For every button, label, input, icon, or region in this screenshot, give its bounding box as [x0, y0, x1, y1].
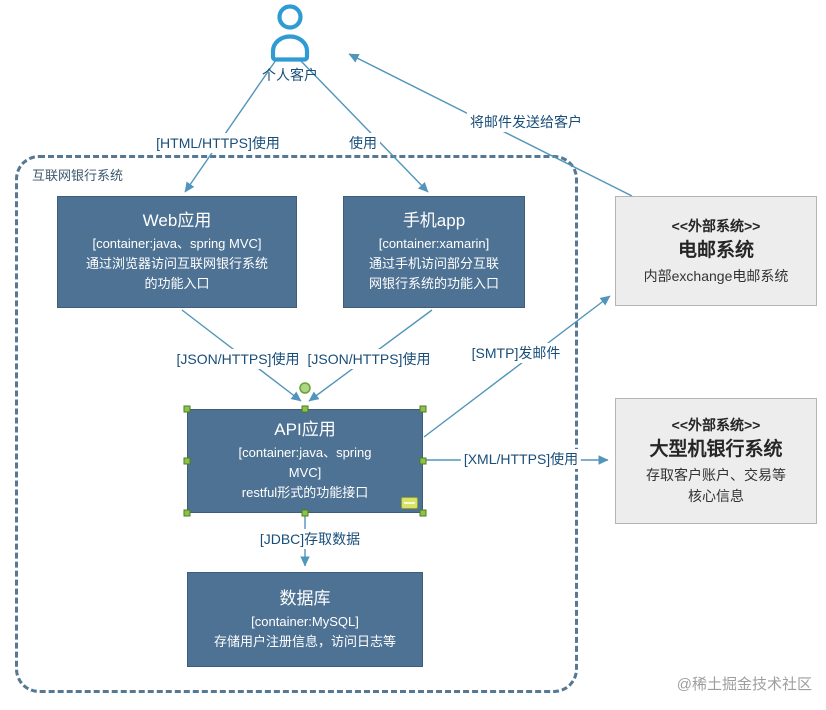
edge-label-email-person[interactable]: 将邮件发送给客户: [467, 112, 585, 132]
edge-label-api-mainframe[interactable]: [XML/HTTPS]使用: [460, 449, 582, 469]
system-boundary-label: 互联网银行系统: [32, 168, 124, 183]
node-db-desc: 存储用户注册信息，访问日志等: [213, 633, 396, 649]
selection-handle[interactable]: [419, 457, 427, 465]
node-api-desc: restful形式的功能接口: [241, 485, 369, 501]
selection-handle[interactable]: [419, 509, 427, 517]
edge-label-person-mobile[interactable]: 使用: [346, 133, 380, 153]
node-web-title: Web应用: [142, 211, 212, 231]
system-boundary[interactable]: 互联网银行系统: [15, 155, 578, 693]
selection-handle[interactable]: [183, 405, 191, 413]
selection-handle[interactable]: [301, 405, 309, 413]
node-mobile-title: 手机app: [402, 211, 466, 231]
edge-label-api-email[interactable]: [SMTP]发邮件: [468, 343, 564, 363]
node-mainframe-title: 大型机银行系统: [649, 439, 783, 461]
node-db-tech: [container:MySQL]: [251, 613, 359, 629]
node-mobile-desc: 通过手机访问部分互联 网银行系统的功能入口: [368, 256, 499, 292]
connection-point[interactable]: [299, 382, 311, 394]
node-mainframe-desc: 存取客户账户、交易等 核心信息: [646, 466, 786, 505]
selection-handle[interactable]: [301, 509, 309, 517]
node-api-title: API应用: [274, 420, 336, 440]
node-mobile-tech: [container:xamarin]: [378, 236, 490, 252]
edge-label-mobile-api[interactable]: [JSON/HTTPS]使用: [304, 349, 434, 369]
node-database[interactable]: 数据库 [container:MySQL] 存储用户注册信息，访问日志等: [187, 572, 423, 667]
edge-api-email[interactable]: [423, 295, 611, 438]
node-api-app[interactable]: API应用 [container:java、spring MVC] restfu…: [187, 409, 423, 513]
selection-handle[interactable]: [183, 457, 191, 465]
node-web-tech: [container:java、spring MVC]: [92, 236, 262, 252]
edge-label-api-db[interactable]: [JDBC]存取数据: [256, 529, 364, 549]
node-db-title: 数据库: [279, 589, 331, 609]
node-web-desc: 通过浏览器访问互联网银行系统 的功能入口: [85, 256, 268, 292]
node-api-tech: [container:java、spring MVC]: [238, 445, 372, 481]
edge-person-mobile[interactable]: [299, 59, 429, 193]
selection-handle[interactable]: [183, 509, 191, 517]
node-mobile-app[interactable]: 手机app [container:xamarin] 通过手机访问部分互联 网银行…: [343, 196, 525, 308]
watermark: @稀土掘金技术社区: [676, 676, 812, 693]
edge-label-web-api[interactable]: [JSON/HTTPS]使用: [173, 349, 303, 369]
node-email-system[interactable]: <<外部系统>> 电邮系统 内部exchange电邮系统: [615, 196, 817, 306]
node-email-stereotype: <<外部系统>>: [671, 217, 761, 234]
actor-label: 个人客户: [262, 67, 318, 83]
node-email-title: 电邮系统: [677, 240, 754, 262]
edge-label-person-web[interactable]: [HTML/HTTPS]使用: [153, 133, 283, 153]
node-mainframe-stereotype: <<外部系统>>: [671, 416, 761, 433]
edge-person-web[interactable]: [184, 59, 277, 193]
node-mainframe-system[interactable]: <<外部系统>> 大型机银行系统 存取客户账户、交易等 核心信息: [615, 398, 817, 524]
person-icon[interactable]: [270, 4, 310, 62]
selection-badge-icon[interactable]: [401, 497, 418, 509]
selection-handle[interactable]: [419, 405, 427, 413]
node-email-desc: 内部exchange电邮系统: [643, 267, 789, 284]
node-web-app[interactable]: Web应用 [container:java、spring MVC] 通过浏览器访…: [57, 196, 297, 308]
